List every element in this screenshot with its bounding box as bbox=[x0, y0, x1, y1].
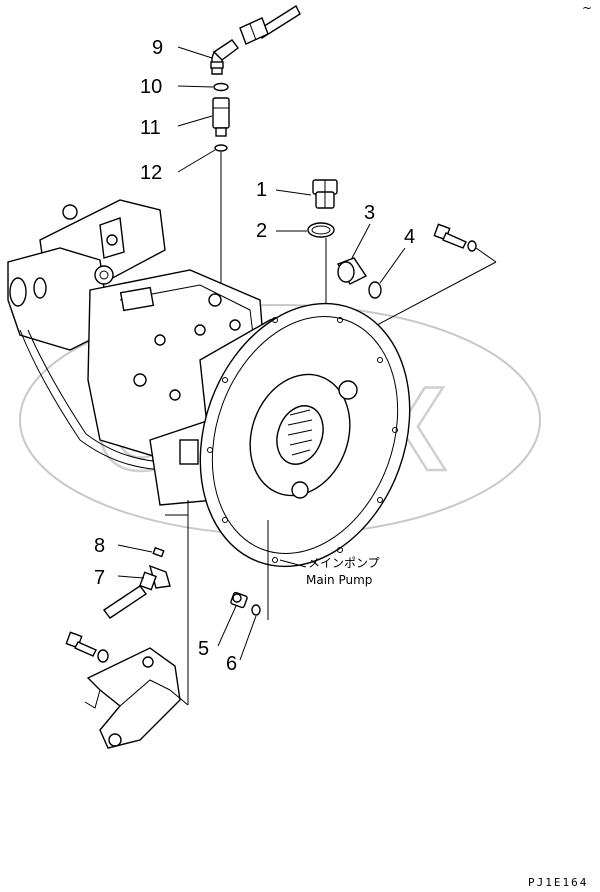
callout-12: 12 bbox=[140, 162, 162, 184]
o-ring-part-10 bbox=[213, 82, 229, 92]
callout-5: 5 bbox=[198, 638, 209, 660]
adapter-part-11 bbox=[212, 97, 230, 137]
bracket-assembly bbox=[65, 631, 189, 749]
o-ring-part-2 bbox=[307, 222, 335, 238]
callout-7: 7 bbox=[94, 567, 105, 589]
hose-fitting bbox=[239, 4, 301, 45]
plug-part-3 bbox=[336, 257, 368, 285]
elbow-fitting-part-9 bbox=[210, 39, 239, 75]
leader-lines bbox=[117, 46, 406, 661]
callouts: 9 10 11 12 1 2 3 4 8 7 5 6 bbox=[94, 37, 415, 675]
o-ring-part-12 bbox=[214, 144, 228, 152]
drawing-code: PJ1E164 bbox=[528, 876, 588, 889]
callout-8: 8 bbox=[94, 535, 105, 557]
callout-2: 2 bbox=[256, 220, 267, 242]
plug-part-1 bbox=[312, 179, 338, 209]
callout-10: 10 bbox=[140, 76, 162, 98]
fitting-part-7 bbox=[102, 564, 171, 619]
callout-9: 9 bbox=[152, 37, 163, 59]
caption-japanese: メインポンプ bbox=[308, 556, 380, 570]
plug-part-5 bbox=[230, 591, 248, 609]
o-ring-part-6 bbox=[251, 604, 261, 616]
callout-3: 3 bbox=[364, 202, 375, 224]
callout-1: 1 bbox=[256, 179, 267, 201]
caption-english: Main Pump bbox=[306, 573, 372, 587]
corner-mark: ~ bbox=[582, 1, 592, 15]
callout-11: 11 bbox=[140, 117, 161, 139]
callout-4: 4 bbox=[404, 226, 415, 248]
washer-part-8 bbox=[152, 546, 165, 558]
pump-flange bbox=[199, 302, 411, 568]
o-ring-part-4 bbox=[368, 281, 382, 299]
callout-6: 6 bbox=[226, 653, 237, 675]
